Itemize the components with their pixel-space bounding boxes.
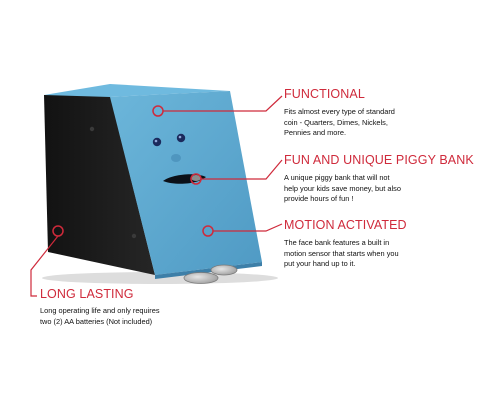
callout-line (30, 235, 59, 297)
screw-icon (131, 233, 137, 239)
slot-coin-icon (191, 175, 201, 181)
feature-description: A unique piggy bank that will not help y… (284, 173, 401, 203)
right-eye-icon (176, 133, 186, 143)
feature-description: The face bank features a built in motion… (284, 238, 399, 268)
feature-title: MOTION ACTIVATED (284, 218, 407, 232)
feature-title: FUNCTIONAL (284, 87, 365, 101)
coin-icon (183, 272, 219, 284)
callout-line (163, 95, 283, 112)
feature-title: FUN AND UNIQUE PIGGY BANK (284, 153, 474, 167)
nose-icon (171, 154, 181, 162)
eye-highlight (154, 139, 158, 143)
callout-line (201, 159, 283, 180)
callout-line (213, 223, 283, 232)
coin-icon (210, 264, 238, 276)
bank-top-edge (44, 84, 230, 97)
feature-description: Fits almost every type of standard coin … (284, 107, 395, 137)
bank-side-panel (44, 95, 155, 275)
feature-piggy-bank: FUN AND UNIQUE PIGGY BANK A unique piggy… (284, 153, 499, 205)
feature-title: LONG LASTING (40, 287, 134, 301)
feature-long-lasting: LONG LASTING Long operating life and onl… (40, 287, 255, 327)
left-eye-icon (152, 137, 162, 147)
feature-motion-activated: MOTION ACTIVATED The face bank features … (284, 218, 499, 270)
eye-highlight (178, 135, 182, 139)
feature-description: Long operating life and only requires tw… (40, 306, 160, 326)
feature-functional: FUNCTIONAL Fits almost every type of sta… (284, 87, 499, 139)
bank-base-edge (155, 262, 262, 279)
screw-icon (89, 126, 95, 132)
